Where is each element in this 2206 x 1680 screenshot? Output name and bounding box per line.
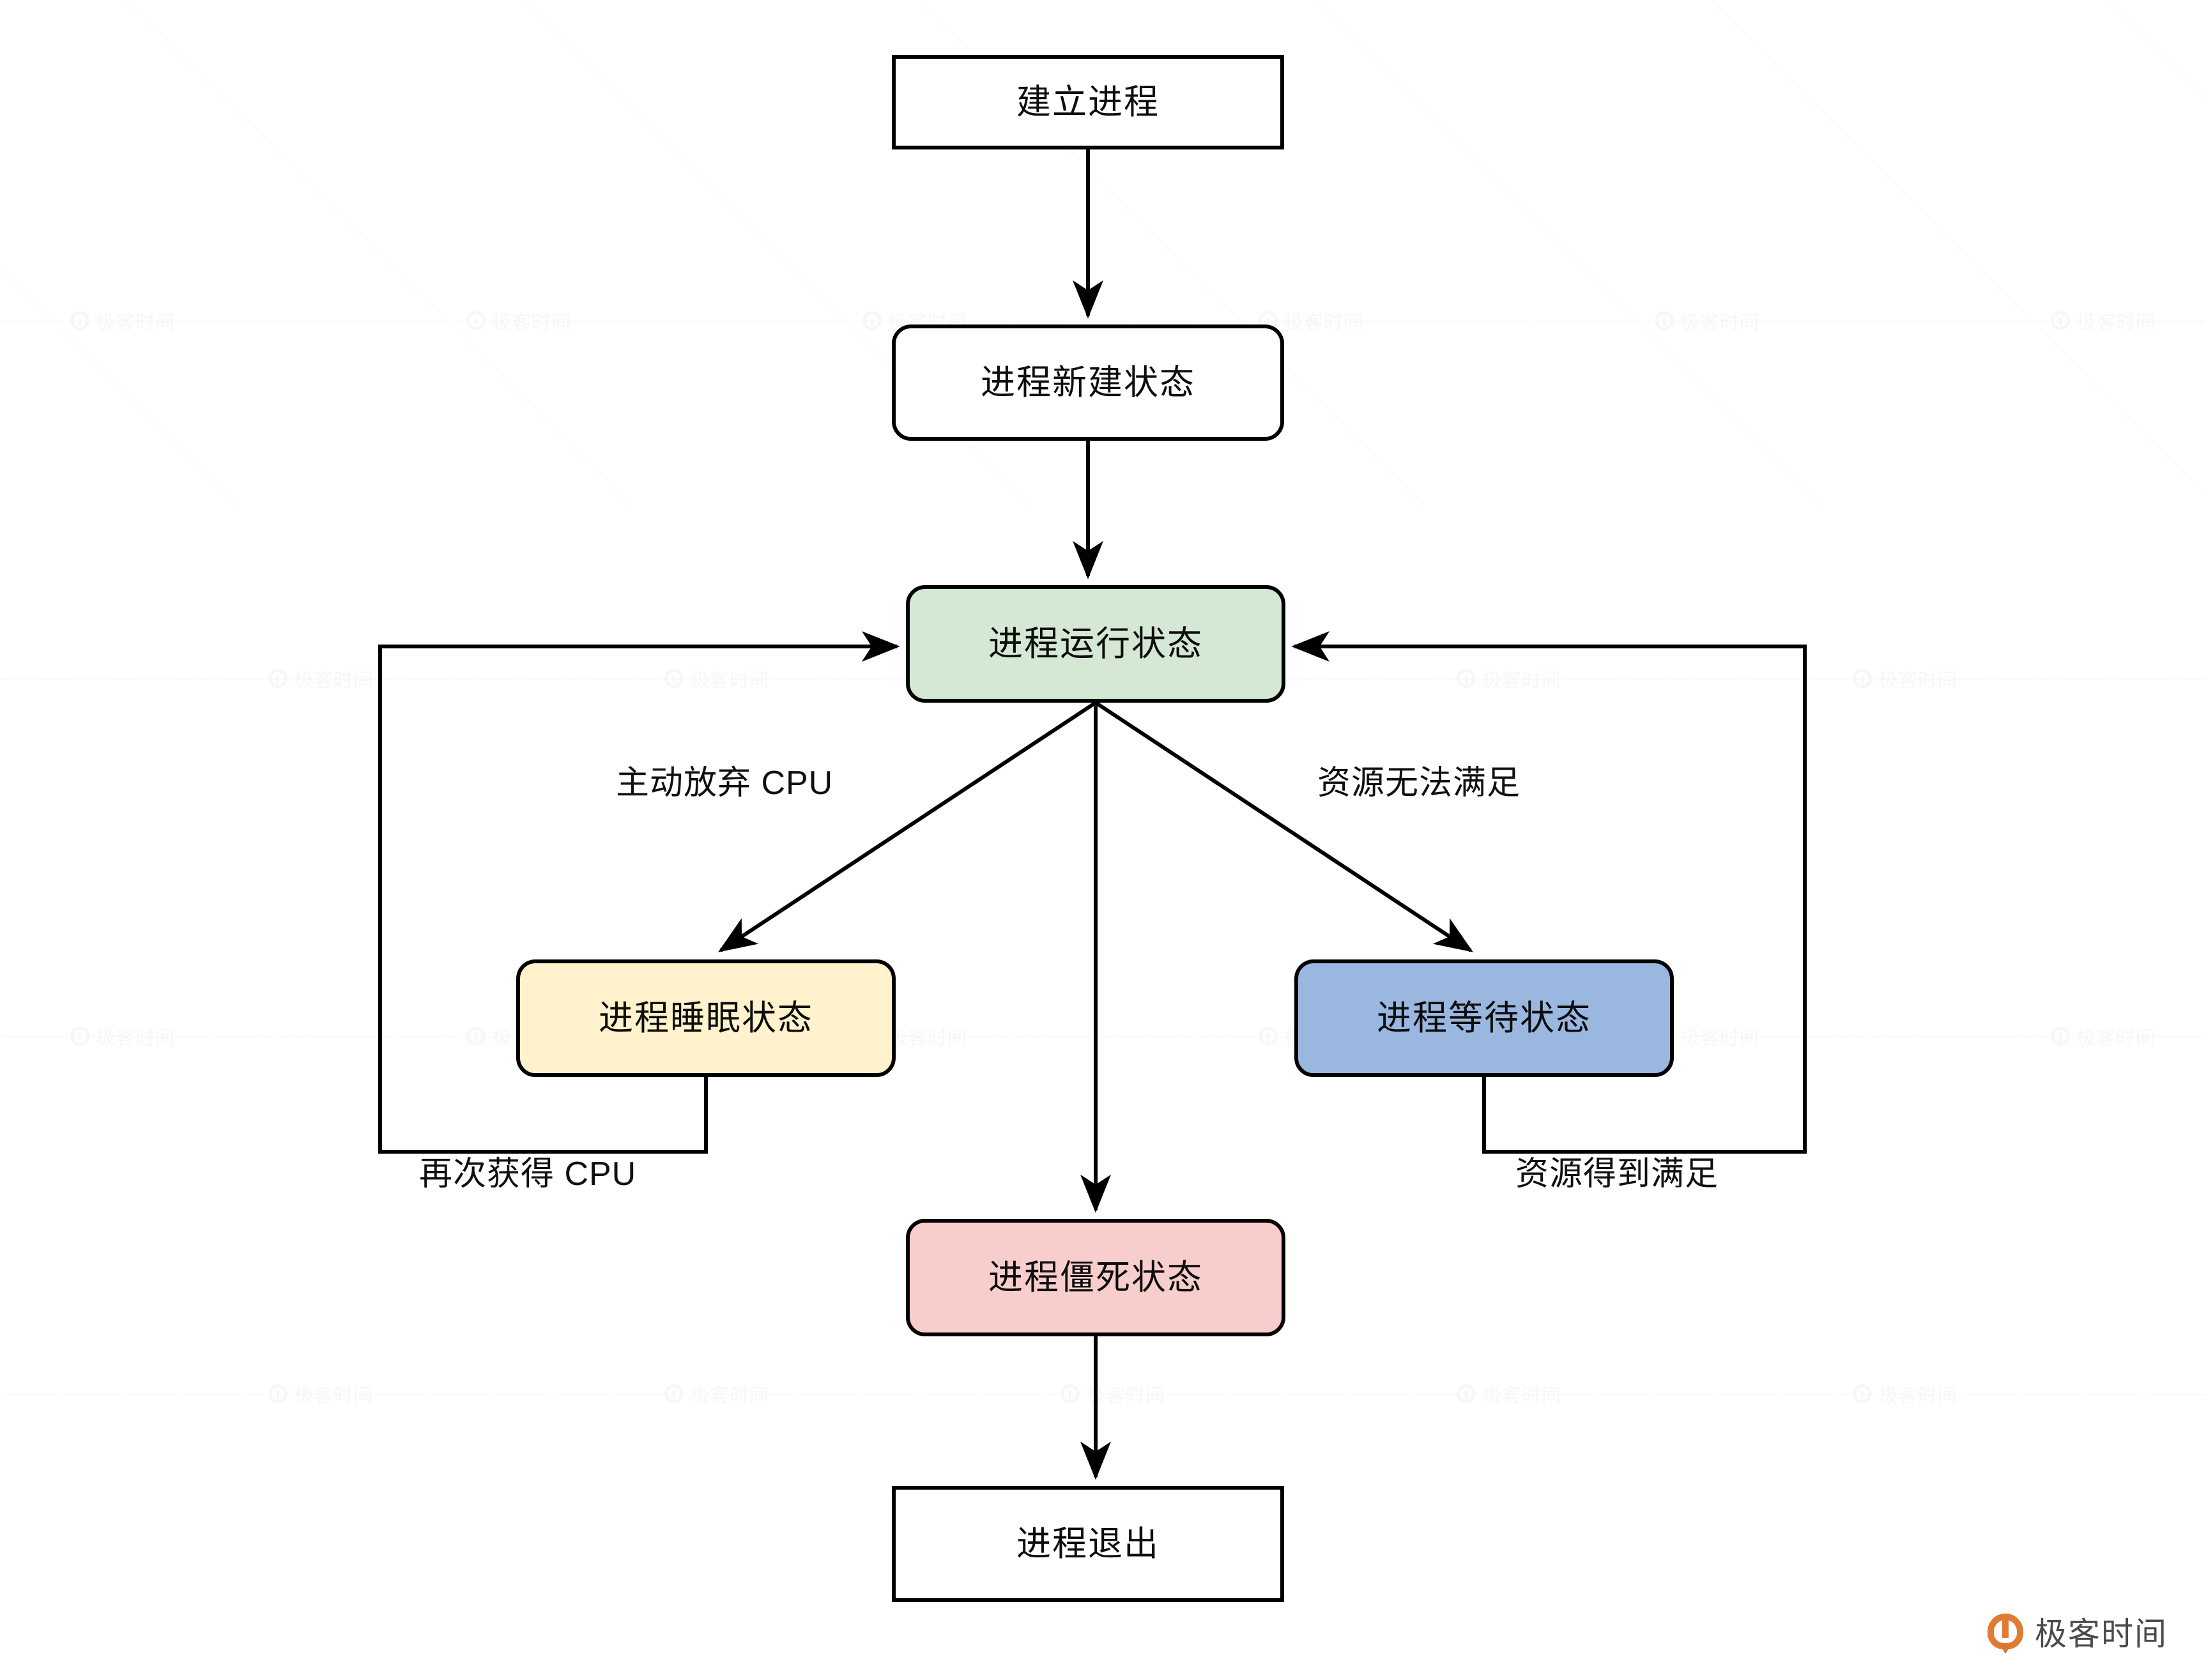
brand-name: 极客时间 [2035, 1616, 2168, 1652]
node-process-zombie[interactable]: 进程僵死状态 [906, 1219, 1285, 1336]
edge-label-resource-unmet: 资源无法满足 [1317, 765, 1521, 802]
node-process-sleep-label: 进程睡眠状态 [599, 999, 813, 1037]
edge-label-yield-cpu: 主动放弃 CPU [616, 765, 834, 802]
node-process-running[interactable]: 进程运行状态 [906, 585, 1285, 703]
node-create-process-label: 建立进程 [1016, 83, 1160, 121]
node-process-new-label: 进程新建状态 [981, 363, 1195, 402]
geektime-logo-icon [1988, 1614, 2023, 1654]
node-create-process[interactable]: 建立进程 [892, 55, 1284, 149]
node-process-zombie-label: 进程僵死状态 [988, 1258, 1203, 1297]
node-process-new[interactable]: 进程新建状态 [892, 325, 1284, 441]
edge-label-regain-cpu: 再次获得 CPU [419, 1156, 637, 1193]
node-process-waiting[interactable]: 进程等待状态 [1294, 959, 1674, 1077]
node-process-waiting-label: 进程等待状态 [1377, 999, 1591, 1037]
node-process-running-label: 进程运行状态 [988, 625, 1203, 663]
brand-logo: 极客时间 [1988, 1608, 2168, 1654]
edge-label-resource-met: 资源得到满足 [1515, 1156, 1719, 1193]
node-process-exit-label: 进程退出 [1016, 1525, 1160, 1563]
node-process-exit[interactable]: 进程退出 [892, 1486, 1284, 1602]
node-process-sleep[interactable]: 进程睡眠状态 [516, 959, 896, 1077]
